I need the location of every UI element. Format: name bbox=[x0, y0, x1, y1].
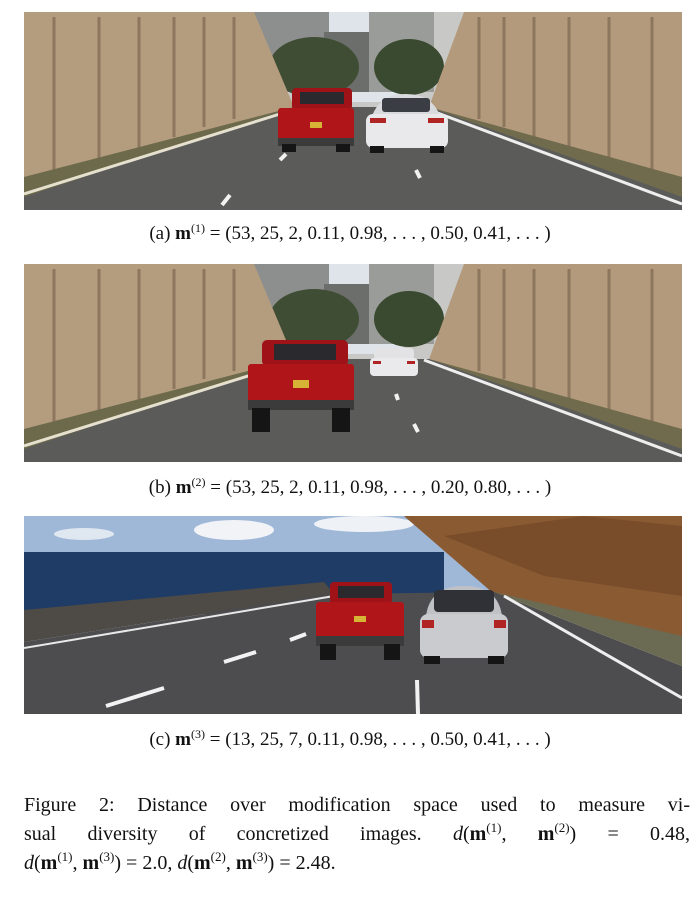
subcaption-c: (c) m(3) = (13, 25, 7, 0.11, 0.98, . . .… bbox=[149, 727, 551, 750]
image-b-city-road bbox=[24, 264, 682, 462]
red-pickup-truck bbox=[316, 582, 404, 660]
red-pickup-truck bbox=[248, 340, 354, 432]
image-a-city-road bbox=[24, 12, 682, 210]
caption-line-1: Figure 2: Distance over modification spa… bbox=[24, 794, 690, 816]
caption-line-3: d(m(1), m(3)) = 2.0, d(m(2), m(3)) = 2.4… bbox=[24, 849, 336, 874]
image-c-coastal-road bbox=[24, 516, 682, 714]
white-sedan bbox=[366, 94, 448, 153]
subcaption-b: (b) m(2) = (53, 25, 2, 0.11, 0.98, . . .… bbox=[148, 475, 552, 498]
caption-line-2: sual diversity of concretized images. d(… bbox=[24, 820, 690, 845]
figure-caption: Figure 2: Distance over modification spa… bbox=[24, 791, 690, 878]
white-sedan bbox=[370, 348, 418, 376]
red-pickup-truck bbox=[278, 88, 354, 152]
subcaption-a: (a) m(1) = (53, 25, 2, 0.11, 0.98, . . .… bbox=[149, 221, 551, 244]
silver-minivan bbox=[420, 586, 508, 664]
